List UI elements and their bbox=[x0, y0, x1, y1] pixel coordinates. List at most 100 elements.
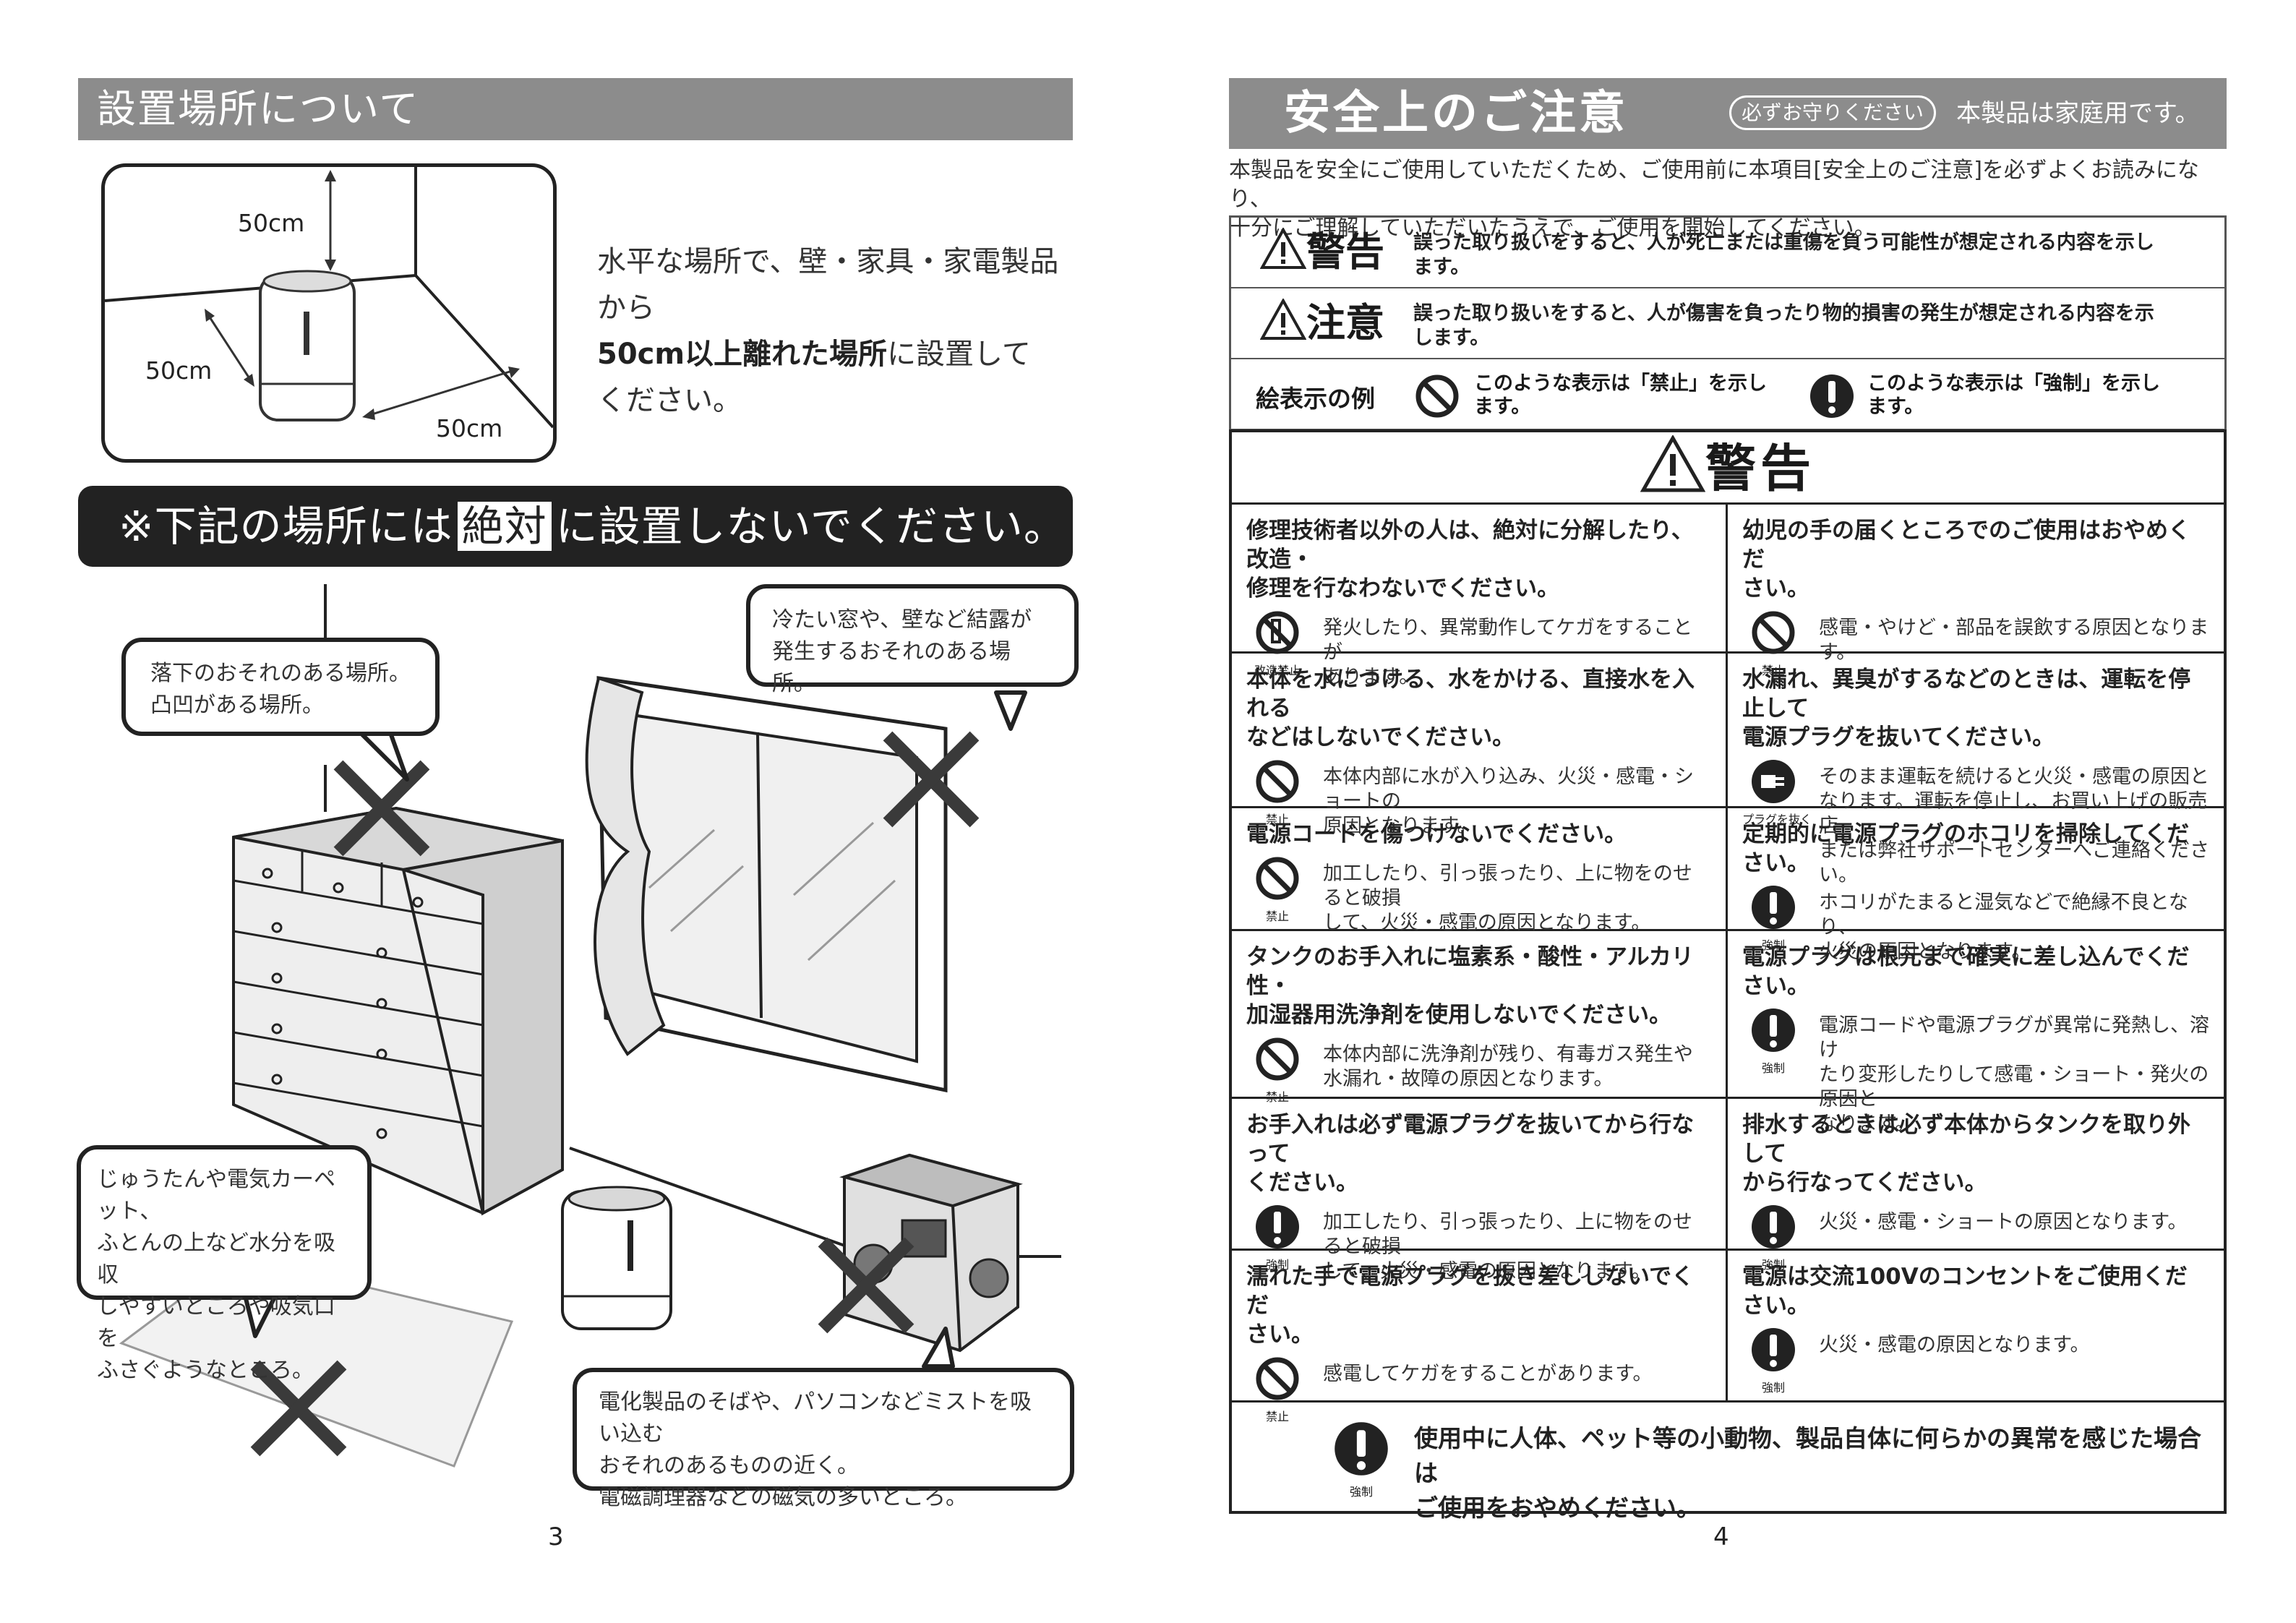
warning-cell-text-line: あります。 bbox=[1323, 666, 1419, 688]
warning-cell: 排水するときは必ず本体からタンクを取り外してから行なってください。強制火災・感電… bbox=[1728, 1099, 2224, 1272]
warning-cell-heading: 電源は交流100Vのコンセントをご使用ください。 bbox=[1742, 1262, 2209, 1320]
warning-cell-text-line: して、火災・感電の原因となります。 bbox=[1323, 1260, 1651, 1282]
legend-prohibit-desc: このような表示は「禁止」を示し ます。 bbox=[1474, 372, 1767, 419]
icon-caption: 禁止 bbox=[1265, 909, 1289, 923]
prohibited-icon: 禁止 bbox=[1246, 856, 1308, 924]
no-disassembly-icon: 改造禁止 bbox=[1246, 610, 1308, 678]
icon-caption: 禁止 bbox=[1265, 813, 1289, 826]
warning-cell-text: 感電してケガをすることがあります。 bbox=[1308, 1356, 1653, 1387]
mandatory-icon: 強制 bbox=[1742, 885, 1804, 953]
warning-cell-heading-line: 排水するときは必ず本体からタンクを取り外して bbox=[1742, 1112, 2190, 1167]
prohibited-icon: 禁止 bbox=[1246, 759, 1308, 827]
warning-cell-heading-line: 電源プラグは根元まで確実に差し込んでください。 bbox=[1742, 944, 2190, 999]
warning-cell-heading-line: 修理技術者以外の人は、絶対に分解したり、改造・ bbox=[1246, 518, 1694, 573]
icon-caption: 改造禁止 bbox=[1254, 664, 1301, 677]
warning-cell-body: 強制火災・感電の原因となります。 bbox=[1742, 1327, 2209, 1395]
warning-cell-text: そのまま運転を続けると火災・感電の原因となります。運転を停止し、お買い上げの販売… bbox=[1804, 759, 2209, 888]
legend-example-label: 絵表示の例 bbox=[1256, 385, 1375, 413]
caution-triangle-icon bbox=[1259, 297, 1307, 340]
warning-cell-text: 本体内部に水が入り込み、火災・感電・ショートの原因となります。 bbox=[1308, 759, 1711, 839]
page-number-right: 4 bbox=[1713, 1523, 1729, 1551]
warning-cell-text-line: 感電・やけど・部品を誤飲する原因となります。 bbox=[1819, 617, 2209, 664]
warning-triangle-icon bbox=[1259, 226, 1307, 269]
warning-cell-body: 改造禁止 発火したり、異常動作してケガをすることがあります。 bbox=[1246, 610, 1711, 690]
footer-text: 使用中に人体、ペット等の小動物、製品自体に何らかの異常を感じた場合は ご使用をお… bbox=[1414, 1421, 2224, 1525]
bubble-carpet-line-1: じゅうたんや電気カーペット、 bbox=[97, 1167, 335, 1224]
warning-cell-text-line: 火災の原因となります。 bbox=[1819, 941, 2031, 963]
warning-cell-heading: タンクのお手入れに塩素系・酸性・アルカリ性・加湿器用洗浄剤を使用しないでください… bbox=[1246, 943, 1711, 1029]
warning-cell-text-line: 電源コードや電源プラグが異常に発熱し、溶け bbox=[1819, 1014, 2209, 1061]
warning-cell: 電源は交流100Vのコンセントをご使用ください。強制火災・感電の原因となります。 bbox=[1728, 1251, 2224, 1403]
icon-caption: 強制 bbox=[1761, 1061, 1785, 1075]
prohibited-icon: 禁止 bbox=[1246, 1037, 1308, 1105]
legend-warning-row: 警告 誤った取り扱いをすると、人が死亡または重傷を負う可能性が想定される内容を示… bbox=[1231, 218, 2224, 288]
warning-cell-text: 本体内部に洗浄剤が残り、有毒ガス発生や水漏れ・故障の原因となります。 bbox=[1308, 1037, 1693, 1092]
mandatory-icon: 強制 bbox=[1742, 1008, 1804, 1076]
warning-cell-heading-line: さい。 bbox=[1742, 575, 1809, 601]
room-scene bbox=[119, 584, 1061, 1468]
warning-cell-text-line: 加工したり、引っ張ったり、上に物をのせると破損 bbox=[1323, 1211, 1692, 1258]
warning-cell-body: 禁止加工したり、引っ張ったり、上に物をのせると破損して、火災・感電の原因となりま… bbox=[1246, 856, 1711, 935]
warning-cell-heading: 幼児の手の届くところでのご使用はおやめください。 bbox=[1742, 516, 2209, 603]
warning-cell-text-line: または弊社サポートセンターへご連絡ください。 bbox=[1819, 839, 2209, 886]
warning-cell-heading-line: 幼児の手の届くところでのご使用はおやめくだ bbox=[1742, 518, 2190, 573]
prohibited-icon: 禁止 bbox=[1742, 610, 1804, 678]
warning-cell-heading: 本体を水につける、水をかける、直接水を入れるなどはしないでください。 bbox=[1246, 665, 1711, 752]
legend-warning-desc: 誤った取り扱いをすると、人が死亡または重傷を負う可能性が想定される内容を示し ま… bbox=[1413, 231, 2209, 280]
safety-intro: 本製品を安全にご使用していただくため、ご使用前に本項目[安全上のご注意]を必ずよ… bbox=[1229, 156, 2241, 243]
icon-caption: 強制 bbox=[1265, 1258, 1289, 1272]
warning-cell-text-line: 加工したり、引っ張ったり、上に物をのせると破損 bbox=[1323, 862, 1692, 909]
legend-mandatory-desc-2: ます。 bbox=[1867, 395, 1924, 418]
safety-header: 安全上のご注意 必ずお守りください 本製品は家庭用です。 bbox=[1229, 78, 2227, 149]
warning-cell-heading: 排水するときは必ず本体からタンクを取り外してから行なってください。 bbox=[1742, 1110, 2209, 1197]
do-not-install-banner: ※下記の場所には絶対に設置しないでください。 bbox=[78, 486, 1073, 567]
warning-cell-heading-line: ください。 bbox=[1246, 1170, 1358, 1196]
warning-cell-text-line: 原因となります。 bbox=[1323, 815, 1477, 837]
warning-cell-text: 感電・やけど・部品を誤飲する原因となります。 bbox=[1804, 610, 2209, 665]
warning-cell-heading-line: 定期的に電源プラグのホコリを掃除してください。 bbox=[1742, 821, 2190, 876]
x-mark-window-b bbox=[883, 731, 980, 828]
mandatory-icon: 強制 bbox=[1742, 1204, 1804, 1272]
warning-cell-text-line: ホコリがたまると湿気などで絶縁不良となり、 bbox=[1819, 891, 2188, 938]
bubble-electronics-line-2: おそれのあるものの近く。 bbox=[599, 1453, 859, 1478]
warning-cell-heading-line: などはしないでください。 bbox=[1246, 724, 1515, 750]
mandatory-icon bbox=[1335, 1422, 1388, 1476]
bubble-electronics-line-3: 電磁調理器などの磁気の多いところ。 bbox=[599, 1485, 967, 1510]
clearance-diagram: 50cm 50cm 50cm bbox=[101, 163, 557, 463]
legend-warning-desc-2: ます。 bbox=[1413, 256, 1470, 278]
warning-triangle-icon bbox=[1640, 434, 1706, 492]
warning-cell-text: 加工したり、引っ張ったり、上に物をのせると破損して、火災・感電の原因となります。 bbox=[1308, 1204, 1711, 1284]
legend-prohibit-desc-1: このような表示は「禁止」を示し bbox=[1474, 372, 1767, 395]
warning-cell-heading: お手入れは必ず電源プラグを抜いてから行なってください。 bbox=[1246, 1110, 1711, 1197]
x-mark-stereo-b bbox=[818, 1237, 914, 1334]
icon-caption: 強制 bbox=[1761, 938, 1785, 952]
left-clearance-label: 50cm bbox=[145, 356, 213, 385]
legend-caution-row: 注意 誤った取り扱いをすると、人が傷害を負ったり物的損害の発生が想定される内容を… bbox=[1231, 288, 2224, 359]
legend-mandatory-desc: このような表示は「強制」を示し ます。 bbox=[1867, 372, 2160, 419]
warning-cell-text-line: 発火したり、異常動作してケガをすることが bbox=[1323, 617, 1693, 664]
warning-cell: 幼児の手の届くところでのご使用はおやめください。禁止 感電・やけど・部品を誤飲する… bbox=[1728, 505, 2224, 677]
footer-icon-caption: 強制 bbox=[1349, 1485, 1373, 1499]
must-follow-pill: 必ずお守りください bbox=[1729, 95, 1937, 130]
mandatory-icon: 強制 bbox=[1246, 1204, 1308, 1272]
instruction-bold: 50cm以上離れた場所 bbox=[597, 338, 888, 371]
instruction-line-3: ください。 bbox=[597, 384, 742, 417]
bubble-fall-risk: 落下のおそれのある場所。 凸凹がある場所。 bbox=[121, 638, 440, 736]
warning-cell-text: 電源コードや電源プラグが異常に発熱し、溶けたり変形したりして感電・ショート・発火… bbox=[1804, 1008, 2209, 1136]
right-clearance-label: 50cm bbox=[436, 414, 503, 442]
warning-cell: 修理技術者以外の人は、絶対に分解したり、改造・修理を行なわないでください。改造禁… bbox=[1232, 505, 1728, 688]
warning-cell-text-line: なります。運転を停止し、お買い上げの販売店 bbox=[1819, 790, 2208, 837]
bubble-fall-line-2: 凸凹がある場所。 bbox=[150, 693, 324, 718]
icon-caption: 禁止 bbox=[1761, 664, 1785, 677]
bubble-carpet: じゅうたんや電気カーペット、 ふとんの上など水分を吸収 しやすいところや吸気口を… bbox=[77, 1145, 372, 1383]
warning-cell-text-line: 本体内部に洗浄剤が残り、有毒ガス発生や bbox=[1323, 1043, 1693, 1066]
warning-cell: 濡れた手で電源プラグを抜き差ししないでください。禁止感電してケガをすることがあり… bbox=[1232, 1251, 1728, 1423]
warning-cell: お手入れは必ず電源プラグを抜いてから行なってください。強制 加工したり、引っ張った… bbox=[1232, 1099, 1728, 1282]
warning-cell-heading-line: 電源コードを傷つけないでください。 bbox=[1246, 821, 1627, 847]
warning-cell-body: 強制 加工したり、引っ張ったり、上に物をのせると破損して、火災・感電の原因となりま… bbox=[1246, 1204, 1711, 1284]
warning-cell-text-line: そのまま運転を続けると火災・感電の原因と bbox=[1819, 766, 2209, 788]
warning-footer: 強制 使用中に人体、ペット等の小動物、製品自体に何らかの異常を感じた場合は ご使… bbox=[1232, 1403, 2224, 1522]
legend-example-row: 絵表示の例 このような表示は「禁止」を示し ます。 このような表示は「強制」を示… bbox=[1231, 359, 2224, 429]
legend-mandatory-desc-1: このような表示は「強制」を示し bbox=[1867, 372, 2160, 395]
bubble-window-line-2: 発生するおそれのある場所。 bbox=[772, 639, 1011, 696]
